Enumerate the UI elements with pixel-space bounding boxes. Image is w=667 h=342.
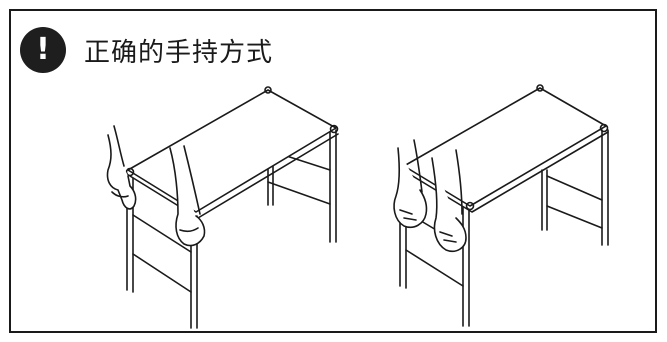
hold-from-side-end-illustration — [106, 86, 339, 329]
panel-header: ! 正确的手持方式 — [20, 27, 273, 73]
panel-title: 正确的手持方式 — [84, 37, 274, 68]
exclamation-icon: ! — [20, 27, 66, 73]
hold-from-front-illustration — [393, 84, 609, 327]
